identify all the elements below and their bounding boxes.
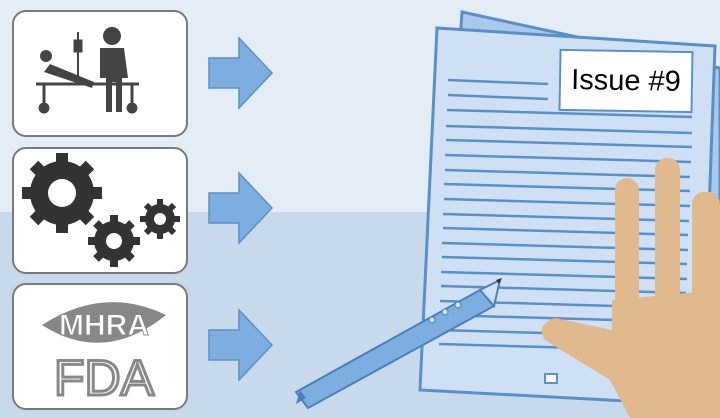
- regulators-panel: MHRA FDA: [12, 283, 188, 410]
- regulator-logo: MHRA FDA: [42, 302, 166, 408]
- hand-icon: [541, 158, 720, 418]
- arrow-icon: [208, 36, 274, 110]
- gears-icon: [22, 153, 180, 267]
- patient-care-panel: [12, 10, 188, 137]
- patient-bed-icon: [36, 27, 139, 114]
- svg-text:FDA: FDA: [54, 350, 155, 406]
- processes-panel: [12, 147, 188, 274]
- pen-icon: [294, 278, 502, 410]
- issue-label: Issue #9: [558, 48, 694, 114]
- arrow-icon: [208, 171, 274, 245]
- svg-text:MHRA: MHRA: [59, 309, 149, 342]
- arrow-icon: [208, 308, 274, 382]
